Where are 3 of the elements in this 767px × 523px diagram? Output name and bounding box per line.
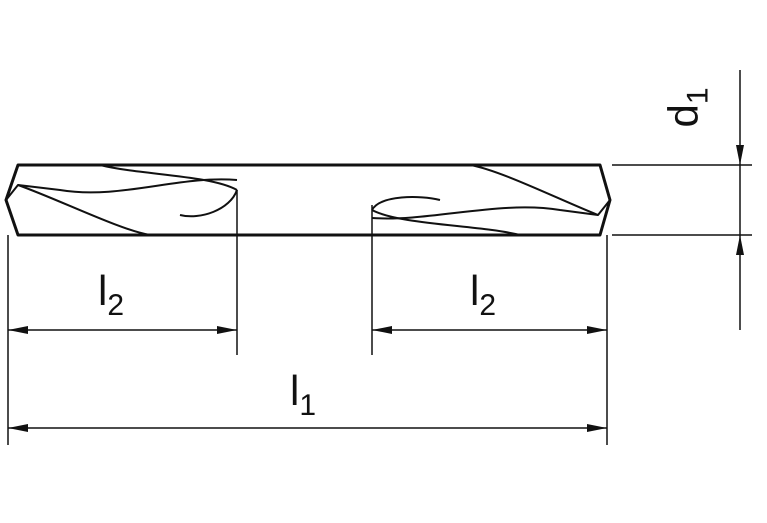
dimension-label: l$_{2}$ xyxy=(98,270,124,321)
dimension-label: l$_{1}$ xyxy=(290,370,316,421)
dimension-label: l$_{2}$ xyxy=(470,270,496,321)
